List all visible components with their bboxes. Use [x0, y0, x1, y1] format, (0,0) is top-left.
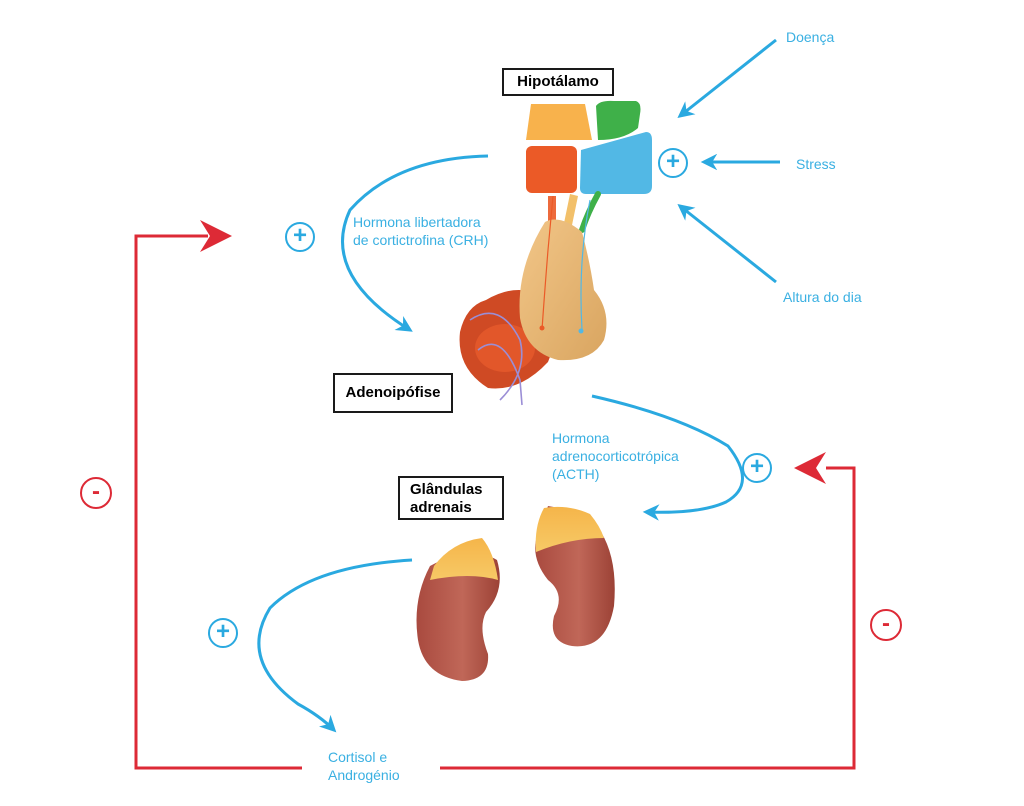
hormone-flow-arrows	[257, 154, 744, 733]
crh-label: Hormona libertadora de cortictrofina (CR…	[353, 213, 488, 249]
plus-icon-acth: +	[742, 453, 772, 483]
minus-icon-left-feedback: -	[80, 477, 112, 509]
plus-icon-stress: +	[658, 148, 688, 178]
cortisol-label-line1: Cortisol e	[328, 749, 388, 765]
stimulus-stress: Stress	[796, 156, 836, 172]
adrenal-glands-graphic	[416, 506, 615, 681]
stimulus-arrows	[677, 38, 780, 284]
acth-label-line2: adrenocorticotrópica	[552, 448, 679, 464]
adrenal-glands-label: Glândulas adrenais	[398, 476, 504, 520]
plus-icon-cortisol: +	[208, 618, 238, 648]
pituitary-label: Adenoipófise	[333, 373, 453, 413]
acth-label-line1: Hormona	[552, 430, 610, 446]
acth-label: Hormona adrenocorticotrópica (ACTH)	[552, 429, 679, 483]
stimulus-disease: Doença	[786, 29, 835, 45]
adrenal-label-line1: Glândulas	[410, 481, 483, 498]
pituitary-graphic	[459, 191, 607, 406]
cortisol-label: Cortisol e Androgénio	[328, 748, 400, 784]
negative-feedback-loops	[134, 220, 856, 770]
adrenal-label-line2: adrenais	[410, 499, 472, 516]
minus-icon-right-feedback: -	[870, 609, 902, 641]
hypothalamus-graphic	[526, 100, 652, 194]
cortisol-label-line2: Androgénio	[328, 767, 400, 783]
crh-label-line1: Hormona libertadora	[353, 214, 481, 230]
plus-icon-crh: +	[285, 222, 315, 252]
acth-label-line3: (ACTH)	[552, 466, 600, 482]
crh-label-line2: de cortictrofina (CRH)	[353, 232, 489, 248]
stimulus-time-of-day: Altura do dia	[783, 289, 862, 305]
hypothalamus-label: Hipotálamo	[502, 68, 614, 96]
